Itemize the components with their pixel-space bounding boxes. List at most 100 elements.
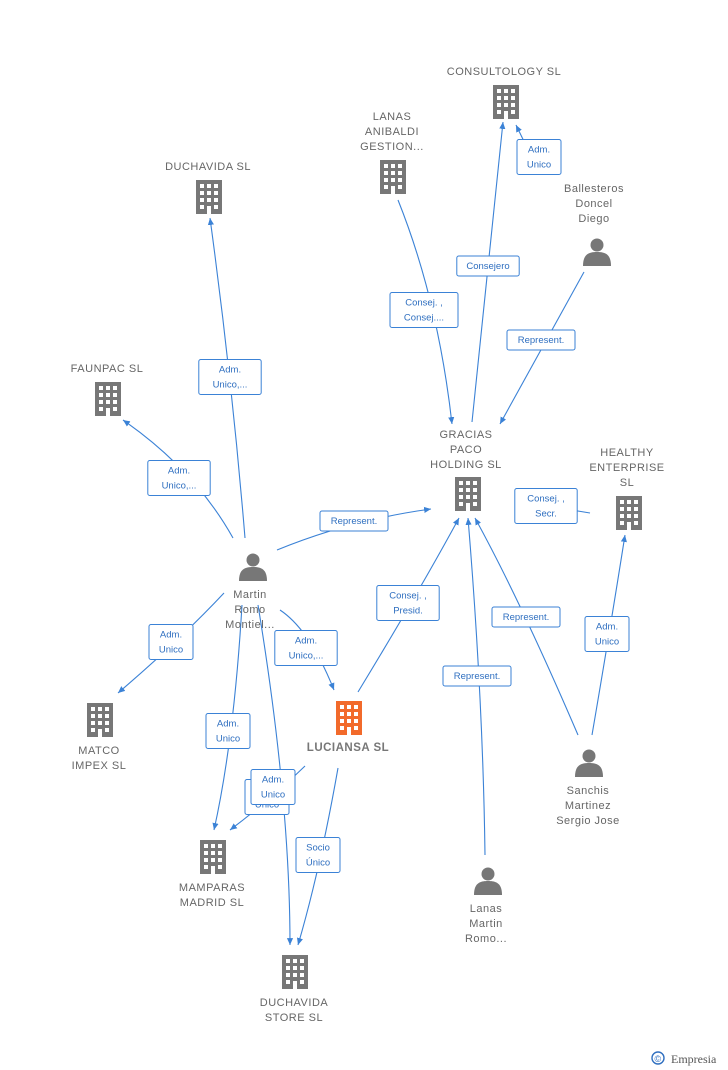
building-icon[interactable] xyxy=(380,160,406,194)
building-icon[interactable] xyxy=(87,703,113,737)
node-lanas_anibaldi[interactable]: LANAS ANIBALDI GESTION... xyxy=(360,111,424,194)
edge-label-box[interactable] xyxy=(274,630,338,666)
node-label[interactable]: MADRID SL xyxy=(180,897,244,909)
node-label[interactable]: MATCO xyxy=(78,745,119,757)
node-label[interactable]: ENTERPRISE xyxy=(589,462,664,474)
building-icon[interactable] xyxy=(200,840,226,874)
node-label[interactable]: Lanas xyxy=(470,903,502,915)
node-healthy[interactable]: HEALTHY ENTERPRISE SL xyxy=(589,447,664,530)
edge-label-text: Unico xyxy=(159,645,183,656)
node-label[interactable]: Martin xyxy=(233,589,267,601)
node-label[interactable]: Diego xyxy=(578,213,609,225)
node-label[interactable]: Montiel... xyxy=(225,619,275,631)
edge-label-box[interactable] xyxy=(376,585,440,621)
node-gracias_paco[interactable]: GRACIAS PACO HOLDING SL xyxy=(430,429,502,511)
edge-label-box[interactable] xyxy=(250,769,296,805)
person-icon[interactable] xyxy=(239,553,267,582)
edge-label-box[interactable] xyxy=(506,329,576,351)
node-label[interactable]: Romo xyxy=(234,604,265,616)
edge-label-text: Unico xyxy=(527,160,551,171)
node-label[interactable]: DUCHAVIDA SL xyxy=(165,161,251,173)
edge-label-text: Represent. xyxy=(518,335,564,346)
edge-label-box[interactable] xyxy=(584,616,630,652)
node-label[interactable]: LUCIANSA SL xyxy=(307,742,389,754)
node-label[interactable]: IMPEX SL xyxy=(72,760,127,772)
node-label[interactable]: SL xyxy=(620,477,634,489)
edge-label-e6[interactable]: Adm.Unico,... xyxy=(147,460,211,496)
edge-label-e10[interactable]: Represent. xyxy=(491,606,561,628)
node-label[interactable]: Doncel xyxy=(575,198,612,210)
building-icon[interactable] xyxy=(493,85,519,119)
edge-label-e12[interactable]: Adm.Unico xyxy=(584,616,630,652)
building-icon[interactable] xyxy=(616,496,642,530)
node-label[interactable]: Martin xyxy=(469,918,503,930)
edge-label-box[interactable] xyxy=(295,837,341,873)
edge-label-box[interactable] xyxy=(389,292,459,328)
building-icon[interactable] xyxy=(336,701,362,735)
person-icon[interactable] xyxy=(575,749,603,778)
edge-label-e4[interactable]: Represent. xyxy=(506,329,576,351)
node-lanas_martin[interactable]: LanasMartinRomo... xyxy=(465,867,507,946)
node-label[interactable]: STORE SL xyxy=(265,1012,323,1024)
edge-label-box[interactable] xyxy=(319,510,389,532)
node-label[interactable]: Sergio Jose xyxy=(556,815,620,827)
node-label[interactable]: ANIBALDI xyxy=(365,126,419,138)
building-icon[interactable] xyxy=(95,382,121,416)
edge-label-e5[interactable]: Adm.Unico,... xyxy=(198,359,262,395)
edge-label-box[interactable] xyxy=(147,460,211,496)
node-label[interactable]: HEALTHY xyxy=(600,447,654,459)
edge-label-e14[interactable]: Adm.Unico,... xyxy=(274,630,338,666)
node-duchavida[interactable]: DUCHAVIDA SL xyxy=(165,161,251,214)
person-icon[interactable] xyxy=(474,867,502,896)
edge-label-box[interactable] xyxy=(205,713,251,749)
edge-label-e11[interactable]: Represent. xyxy=(442,665,512,687)
edge-label-text: Unico,... xyxy=(213,380,248,391)
node-label[interactable]: HOLDING SL xyxy=(430,459,502,471)
edge-label-e13[interactable]: Adm.Unico xyxy=(148,624,194,660)
node-label[interactable]: Martinez xyxy=(565,800,611,812)
edge-label-e15[interactable]: Adm.Unico xyxy=(205,713,251,749)
edge-label-box[interactable] xyxy=(514,488,578,524)
node-label[interactable]: PACO xyxy=(450,444,482,456)
node-faunpac[interactable]: FAUNPAC SL xyxy=(71,363,144,416)
node-label[interactable]: GRACIAS xyxy=(439,429,492,441)
edge-label-e7[interactable]: Represent. xyxy=(319,510,389,532)
edge-label-box[interactable] xyxy=(456,255,520,277)
edge-label-e2[interactable]: Consejero xyxy=(456,255,520,277)
edge-label-box[interactable] xyxy=(148,624,194,660)
edge-label-e9[interactable]: Consej. ,Presid. xyxy=(376,585,440,621)
edge-label-text: Consej. , xyxy=(389,591,427,602)
node-martin[interactable]: MartinRomoMontiel... xyxy=(225,553,275,632)
edge-label-e17[interactable]: Adm.Unico xyxy=(250,769,296,805)
node-matco[interactable]: MATCO IMPEX SL xyxy=(72,703,127,772)
building-icon[interactable] xyxy=(282,955,308,989)
edge-label-box[interactable] xyxy=(198,359,262,395)
node-label[interactable]: FAUNPAC SL xyxy=(71,363,144,375)
edge-label-e8[interactable]: Consej. ,Secr. xyxy=(514,488,578,524)
node-label[interactable]: Ballesteros xyxy=(564,183,624,195)
node-label[interactable]: CONSULTOLOGY SL xyxy=(447,66,561,78)
node-consultology[interactable]: CONSULTOLOGY SL xyxy=(447,66,561,119)
node-duchavida_store[interactable]: DUCHAVIDA STORE SL xyxy=(260,955,329,1024)
node-label[interactable]: LANAS xyxy=(373,111,412,123)
edge-label-box[interactable] xyxy=(516,139,562,175)
edge-label-e3[interactable]: Consej. ,Consej.... xyxy=(389,292,459,328)
edge-label-e1[interactable]: Adm.Unico xyxy=(516,139,562,175)
node-label[interactable]: DUCHAVIDA xyxy=(260,997,329,1009)
person-icon[interactable] xyxy=(583,238,611,267)
edge-label-text: Socio xyxy=(306,843,330,854)
edge-label-box[interactable] xyxy=(442,665,512,687)
node-mamparas[interactable]: MAMPARAS MADRID SL xyxy=(179,840,245,909)
node-luciansa[interactable]: LUCIANSA SL xyxy=(307,701,389,754)
node-label[interactable]: Romo... xyxy=(465,933,507,945)
node-label[interactable]: Sanchis xyxy=(567,785,610,797)
building-icon[interactable] xyxy=(455,477,481,511)
node-label[interactable]: GESTION... xyxy=(360,141,424,153)
edge-label-box[interactable] xyxy=(491,606,561,628)
node-label[interactable]: MAMPARAS xyxy=(179,882,245,894)
building-icon[interactable] xyxy=(196,180,222,214)
